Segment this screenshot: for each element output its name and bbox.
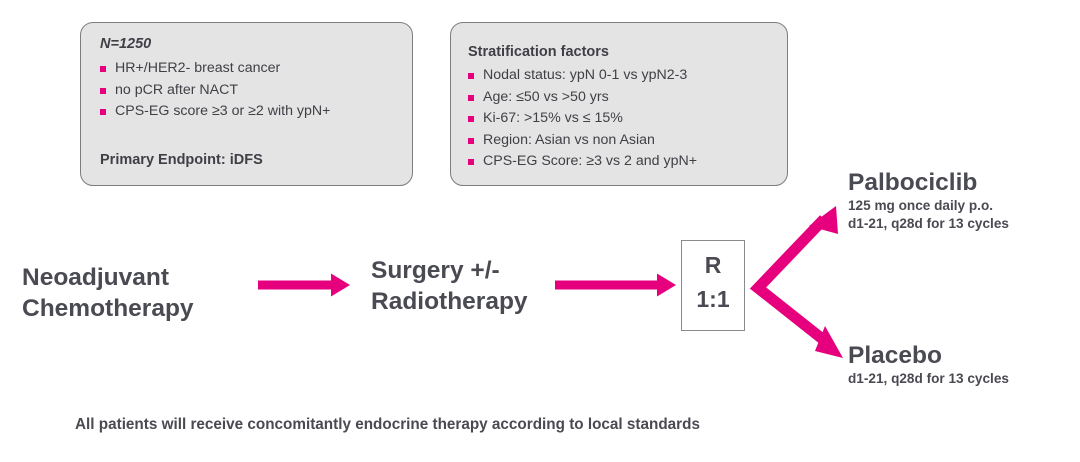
eligibility-criterion-label: HR+/HER2- breast cancer xyxy=(115,60,281,76)
eligibility-criteria-list: HR+/HER2- breast cancer no pCR after NAC… xyxy=(100,58,330,123)
eligibility-criterion-label: CPS-EG score ≥3 or ≥2 with ypN+ xyxy=(115,103,331,119)
arm-placebo-name: Placebo xyxy=(848,342,942,369)
bullet-square-icon xyxy=(468,159,474,165)
stratification-box-title: Stratification factors xyxy=(468,44,609,60)
stage-surgery-radiotherapy: Surgery +/- Radiotherapy xyxy=(371,255,528,317)
arm-palbociclib: Palbociclib 125 mg once daily p.o. d1-21… xyxy=(848,168,1009,233)
primary-endpoint-label: Primary Endpoint: iDFS xyxy=(100,152,263,168)
bullet-square-icon xyxy=(100,109,106,115)
list-item: Region: Asian vs non Asian xyxy=(468,130,697,152)
stratification-factor-label: Region: Asian vs non Asian xyxy=(483,131,655,148)
arm-palbociclib-schedule: d1-21, q28d for 13 cycles xyxy=(848,216,1009,231)
eligibility-box-title: N=1250 xyxy=(100,36,152,52)
list-item: Age: ≤50 vs >50 yrs xyxy=(468,87,697,109)
randomization-letter: R xyxy=(704,252,722,278)
stage-neoadjuvant-chemotherapy: Neoadjuvant Chemotherapy xyxy=(22,262,194,324)
stratification-factor-label: CPS-EG Score: ≥3 vs 2 and ypN+ xyxy=(483,153,697,169)
list-item: CPS-EG score ≥3 or ≥2 with ypN+ xyxy=(100,101,330,123)
bullet-square-icon xyxy=(100,87,106,94)
bullet-square-icon xyxy=(468,73,474,79)
bullet-square-icon xyxy=(468,94,474,101)
list-item: no pCR after NACT xyxy=(100,80,330,102)
stratification-factor-label: Age: ≤50 vs >50 yrs xyxy=(483,88,609,105)
bullet-square-icon xyxy=(468,137,474,144)
stratification-box xyxy=(450,22,788,186)
arm-placebo: Placebo d1-21, q28d for 13 cycles xyxy=(848,341,1009,388)
bullet-square-icon xyxy=(100,66,106,72)
arrow-chemo-to-surgery xyxy=(258,273,350,297)
arrow-randomization-branch xyxy=(749,206,843,358)
arrow-surgery-to-randomization xyxy=(555,273,676,297)
list-item: Nodal status: ypN 0-1 vs ypN2-3 xyxy=(468,65,697,87)
arm-placebo-schedule: d1-21, q28d for 13 cycles xyxy=(848,371,1009,386)
list-item: HR+/HER2- breast cancer xyxy=(100,58,330,80)
randomization-ratio: 1:1 xyxy=(696,286,730,312)
eligibility-criterion-label: no pCR after NACT xyxy=(115,81,238,98)
stratification-factor-label: Nodal status: ypN 0-1 vs ypN2-3 xyxy=(483,67,688,83)
stratification-factors-list: Nodal status: ypN 0-1 vs ypN2-3 Age: ≤50… xyxy=(468,65,697,173)
bullet-square-icon xyxy=(468,116,474,122)
eligibility-box xyxy=(80,22,413,186)
stage-neoadjuvant-line-2: Chemotherapy xyxy=(22,295,194,322)
stratification-factor-label: Ki-67: >15% vs ≤ 15% xyxy=(483,110,623,126)
arm-palbociclib-dose: 125 mg once daily p.o. xyxy=(848,198,994,213)
list-item: Ki-67: >15% vs ≤ 15% xyxy=(468,108,697,130)
list-item: CPS-EG Score: ≥3 vs 2 and ypN+ xyxy=(468,151,697,173)
stage-surgery-line-1: Surgery +/- xyxy=(371,257,500,284)
footer-note: All patients will receive concomitantly … xyxy=(75,416,700,433)
randomization-box: R 1:1 xyxy=(681,240,745,331)
stage-surgery-line-2: Radiotherapy xyxy=(371,288,528,315)
stage-neoadjuvant-line-1: Neoadjuvant xyxy=(22,264,170,291)
arm-palbociclib-name: Palbociclib xyxy=(848,169,978,196)
